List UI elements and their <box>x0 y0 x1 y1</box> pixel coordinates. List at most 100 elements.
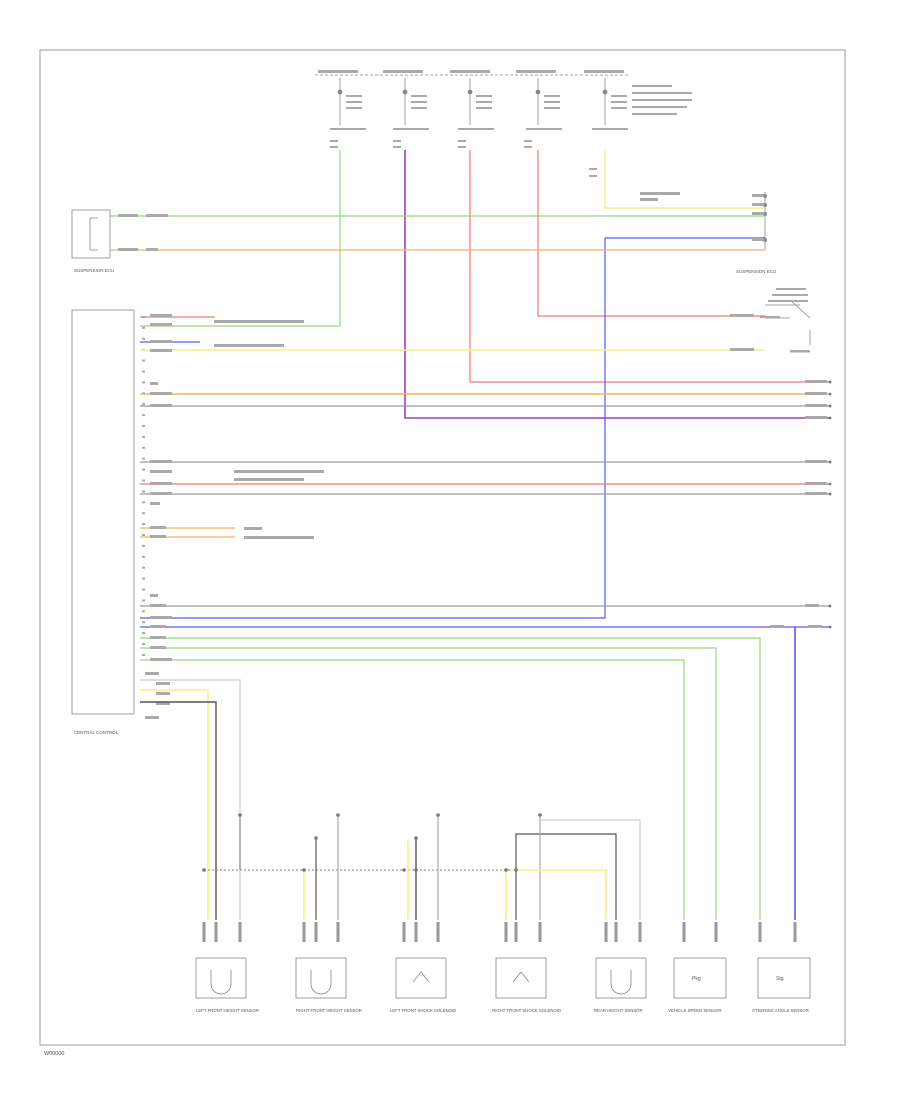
wire-code-labels <box>118 192 827 719</box>
solenoid-rf <box>495 957 547 999</box>
module-pin-tick <box>142 381 145 384</box>
module-pin-tick <box>142 337 145 340</box>
module-pin-ticks <box>142 316 145 656</box>
fuse-5 <box>602 78 608 125</box>
sensor-pin <box>714 922 718 942</box>
sensor-steering <box>757 957 811 999</box>
module-pin-tick <box>142 479 145 482</box>
right-relay <box>765 299 811 353</box>
solenoid-lf <box>395 957 447 999</box>
junction-dots <box>202 380 832 872</box>
sensor-labels: LEFT FRONT HEIGHT SENSOR RIGHT FRONT HEI… <box>196 1008 809 1013</box>
sensor-pin <box>314 922 318 942</box>
label-rf-solenoid: RIGHT FRONT SHOCK SOLENOID <box>492 1008 561 1013</box>
footer-code: W00000 <box>44 1051 65 1057</box>
sensor-pin <box>514 922 518 942</box>
sensor-rf-height <box>295 957 347 999</box>
module-pin-tick <box>142 544 145 547</box>
sensor-pin <box>402 922 406 942</box>
module-pin-tick <box>142 435 145 438</box>
wire-green-c <box>140 659 685 920</box>
upper-left-ecu <box>71 209 111 259</box>
label-lf-height: LEFT FRONT HEIGHT SENSOR <box>196 1008 259 1013</box>
sensor-pin <box>604 922 608 942</box>
wire-yellow-fuse5 <box>604 150 765 209</box>
module-pin-tick <box>142 490 145 493</box>
central-module-label: CENTRAL CONTROL <box>74 730 119 735</box>
label-rear-height: REAR HEIGHT SENSOR <box>594 1008 643 1013</box>
module-pin-tick <box>142 566 145 569</box>
central-module <box>71 309 135 715</box>
relay-text <box>760 288 810 352</box>
module-pin-tick <box>142 610 145 613</box>
upper-ecu-label: SUSPENSION ECU <box>74 268 114 273</box>
wire-green-fuse1 <box>140 150 341 327</box>
module-pin-tick <box>142 588 145 591</box>
wire-red-fuse4 <box>537 150 765 317</box>
fuse-2 <box>402 78 408 125</box>
label-speed: VEHICLE SPEED SENSOR <box>668 1008 722 1013</box>
wire-yellow-down <box>140 689 209 920</box>
wire-dark-down <box>140 701 217 920</box>
wire-purple-fuse2 <box>404 150 830 419</box>
fuse-1 <box>337 78 343 125</box>
sensor-pin <box>504 922 508 942</box>
module-pin-tick <box>142 403 145 406</box>
module-pin-tick <box>142 523 145 526</box>
module-pin-tick <box>142 457 145 460</box>
sensor-pins <box>202 922 797 942</box>
sensor-pin <box>214 922 218 942</box>
sensor-pin <box>793 922 797 942</box>
module-pin-tick <box>142 632 145 635</box>
fuse-small-text <box>318 70 692 177</box>
sensor-pin <box>336 922 340 942</box>
right-ecu-connector <box>763 192 768 250</box>
module-pin-tick <box>142 468 145 471</box>
module-pin-tick <box>142 512 145 515</box>
module-pin-tick <box>142 414 145 417</box>
module-pin-tick <box>142 501 145 504</box>
top-fuse-block <box>315 74 630 125</box>
sensor-pin <box>638 922 642 942</box>
sensor-pin <box>682 922 686 942</box>
module-pin-tick <box>142 370 145 373</box>
sensor-rear-height <box>595 957 647 999</box>
sensor-pin <box>614 922 618 942</box>
right-ecu-label: SUSPENSION ECU <box>736 269 776 274</box>
sensor-pin <box>538 922 542 942</box>
lower-bus <box>140 679 510 920</box>
sensor-pin <box>302 922 306 942</box>
sensor-box-label-2: Stg <box>776 976 784 982</box>
sensor-pin <box>436 922 440 942</box>
module-pin-tick <box>142 577 145 580</box>
module-pin-tick <box>142 653 145 656</box>
sensor-feeds <box>303 815 641 920</box>
sensor-components <box>195 957 811 999</box>
sensor-speed <box>673 957 727 999</box>
fuse-4 <box>535 78 541 125</box>
label-steering: STEERING ANGLE SENSOR <box>752 1008 809 1013</box>
sensor-pin <box>414 922 418 942</box>
sensor-pin <box>758 922 762 942</box>
label-rf-height: RIGHT FRONT HEIGHT SENSOR <box>296 1008 362 1013</box>
wire-red-fuse3 <box>469 150 830 383</box>
sensor-box-label-1: Pkg <box>692 976 701 982</box>
fuse-3 <box>467 78 473 125</box>
module-pin-tick <box>142 359 145 362</box>
wire-green-b <box>140 647 717 920</box>
module-pin-tick <box>142 555 145 558</box>
label-lf-solenoid: LEFT FRONT SHOCK SOLENOID <box>390 1008 456 1013</box>
module-pin-tick <box>142 643 145 645</box>
diagram-frame <box>39 49 846 1046</box>
module-pin-tick <box>142 534 145 536</box>
vertical-wires <box>140 150 830 619</box>
module-pin-tick <box>142 599 145 602</box>
sensor-pin <box>238 922 242 942</box>
sensor-pin <box>202 922 206 942</box>
upper-ecu-wires <box>110 215 765 251</box>
module-pin-tick <box>142 326 145 329</box>
module-pin-tick <box>142 621 145 624</box>
module-wires <box>140 316 830 920</box>
module-pin-tick <box>142 446 145 449</box>
